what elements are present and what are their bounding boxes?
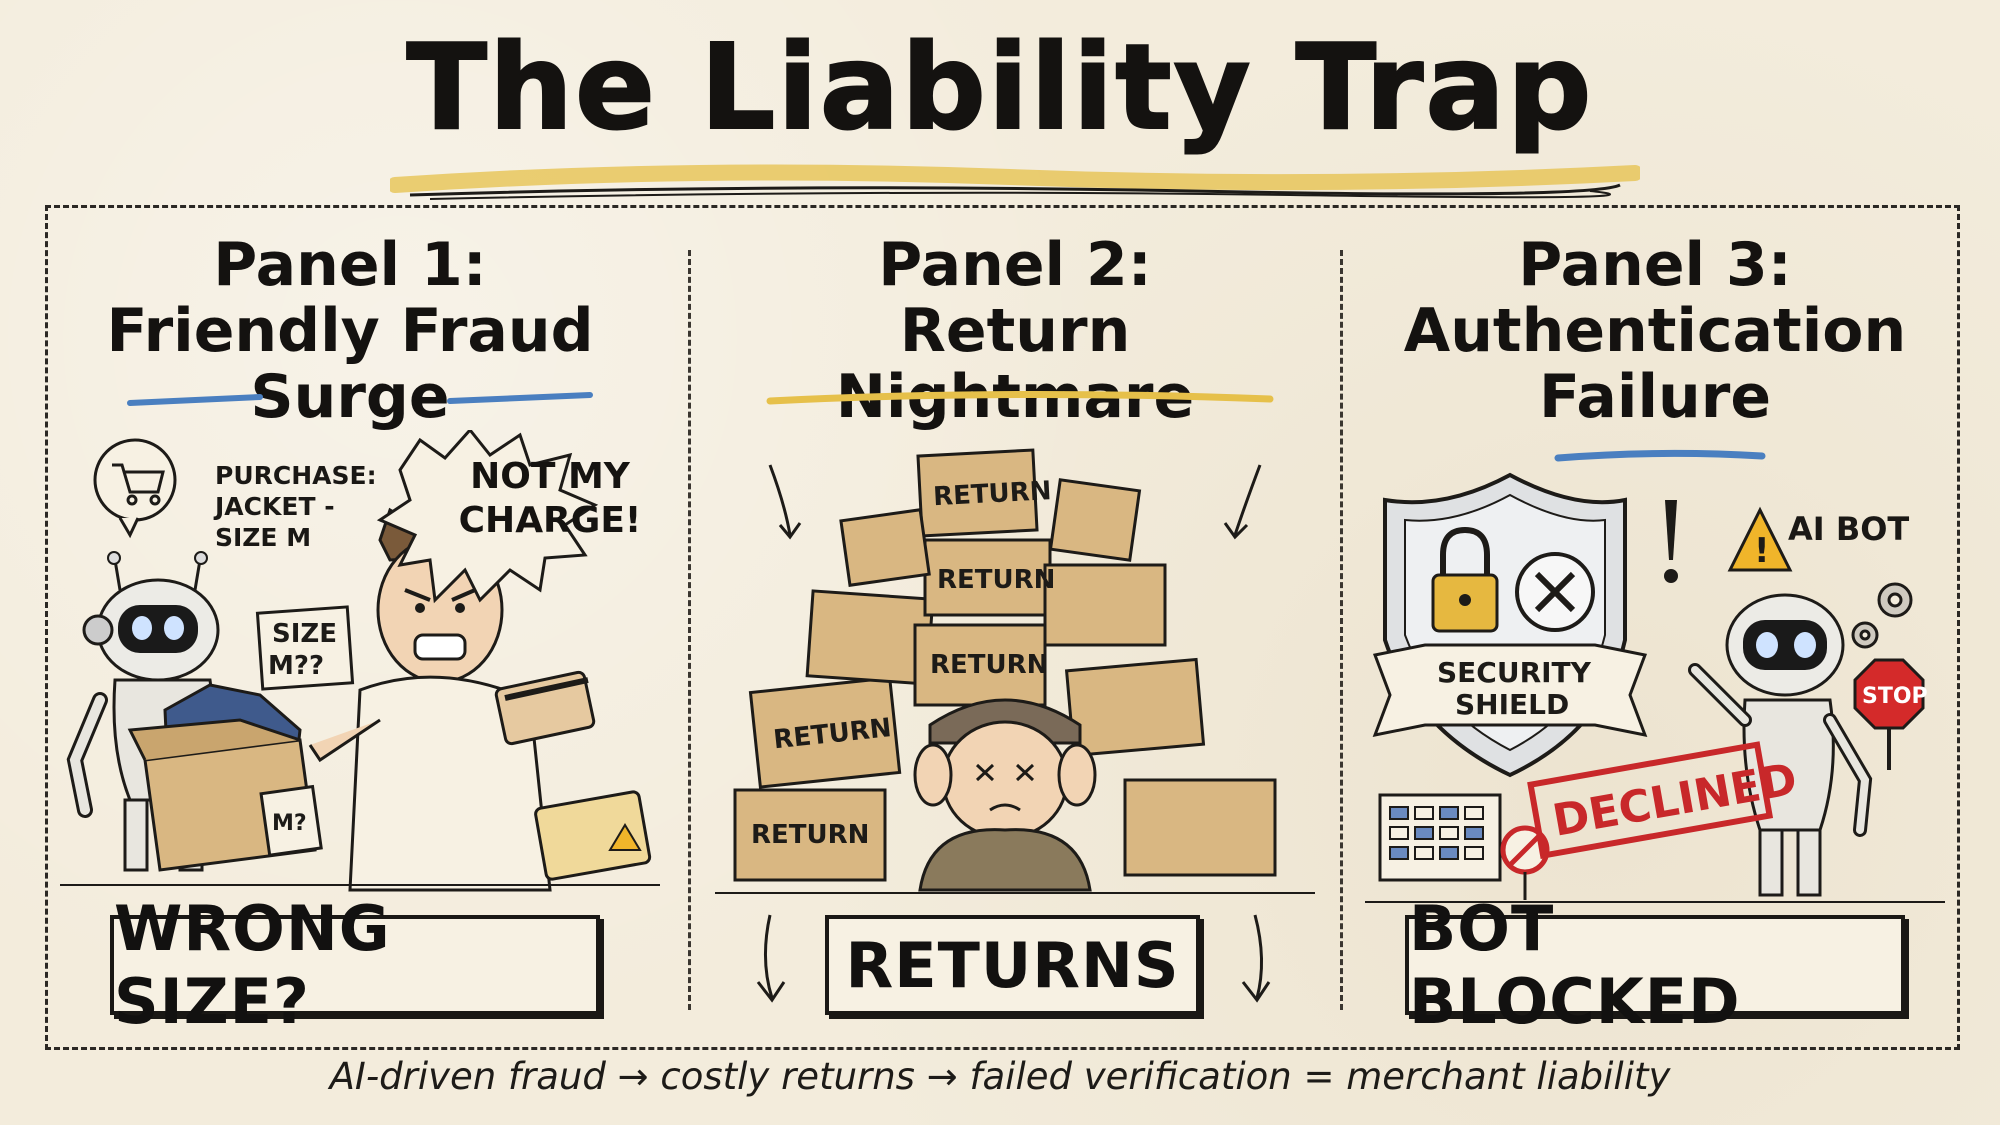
svg-text:STOP: STOP [1862, 684, 1928, 709]
size-note: SIZE M?? [255, 605, 355, 691]
shield-icon [1383, 472, 1627, 778]
panel-3-caption: BOT BLOCKED [1405, 892, 1905, 1038]
panel-2-caption: RETURNS [825, 915, 1200, 1015]
thought-line-3: SIZE M [215, 523, 312, 552]
panel-1-heading: Panel 1: Friendly Fraud Surge [80, 232, 620, 430]
panel-3-heading-line2: Authentication [1403, 296, 1907, 366]
svg-text:SHIELD: SHIELD [1455, 688, 1569, 721]
panel-2-underline [766, 390, 1274, 405]
size-tag: M? [259, 784, 323, 857]
panel-divider-2 [1340, 250, 1343, 1010]
warning-card [534, 790, 652, 881]
cart-icon [112, 463, 165, 506]
x-circle-icon [1515, 552, 1595, 632]
svg-text:SECURITY: SECURITY [1437, 656, 1592, 689]
box-icon [1048, 478, 1142, 562]
svg-text:M??: M?? [268, 651, 324, 681]
panel-2-illustration: RETURN RETURN RETURN RETURN RETURN [715, 448, 1315, 894]
warning-icon [608, 823, 642, 851]
svg-text:!: ! [1754, 531, 1770, 571]
speech-line-1: NOT MY [470, 456, 630, 497]
no-entry-icon [1500, 825, 1550, 900]
person-icon [913, 698, 1097, 892]
title-underline [390, 164, 1640, 200]
page-title: The Liability Trap [406, 17, 1594, 157]
panel-1-heading-line1: Panel 1: [213, 230, 487, 300]
lock-icon [1431, 526, 1499, 633]
panel-3-heading-line3: Failure [1538, 362, 1772, 432]
svg-text:RETURN: RETURN [937, 565, 1055, 595]
shield-banner [1372, 643, 1648, 738]
box-icon [839, 508, 931, 587]
box-icon [1123, 778, 1277, 877]
exclamation-icon [1664, 500, 1678, 583]
panel-3-underline [1554, 449, 1766, 462]
panel-1-heading-line3: Surge [250, 362, 450, 432]
svg-text:RETURN: RETURN [930, 650, 1048, 680]
panel-1-underline [127, 392, 593, 406]
thought-text: PURCHASE: JACKET - SIZE M [215, 460, 377, 553]
thought-line-2: JACKET - [215, 492, 335, 521]
svg-text:RETURN: RETURN [751, 820, 869, 850]
panel-divider-1 [688, 250, 691, 1010]
ai-bot-label: AI BOT [1788, 510, 1910, 548]
credit-card-icon [494, 670, 596, 746]
arrow-icon [1241, 914, 1271, 1003]
outer-dashed-frame [45, 205, 1960, 1050]
svg-text:RETURN: RETURN [932, 476, 1052, 512]
cart-thought-bubble [93, 438, 177, 539]
panel-1-caption: WRONG SIZE? [110, 892, 600, 1038]
svg-text:M?: M? [272, 811, 307, 836]
footer-summary: AI-driven fraud → costly returns → faile… [329, 1055, 1671, 1098]
panel-3-illustration: SECURITY SHIELD ! STOP [1365, 472, 1945, 903]
speech-line-2: CHARGE! [458, 500, 642, 541]
box-icon [748, 676, 902, 789]
box-icon [916, 448, 1039, 538]
panel-2-heading-line1: Panel 2: [878, 230, 1152, 300]
box-icon [913, 623, 1047, 707]
panel-1-heading-line2: Friendly Fraud [106, 296, 594, 366]
stop-sign-icon [1853, 658, 1925, 770]
panel-3-heading: Panel 3: Authentication Failure [1370, 232, 1940, 430]
box-icon [1064, 657, 1206, 758]
thought-line-1: PURCHASE: [215, 461, 377, 490]
speech-bubble [376, 430, 599, 604]
warning-icon [1727, 506, 1793, 572]
calendar-icon [1378, 793, 1502, 882]
box-icon [1043, 563, 1167, 647]
robot-icon [1688, 593, 1873, 897]
arrow-icon [756, 914, 786, 1003]
gear-icon [1851, 582, 1913, 649]
svg-text:SIZE: SIZE [272, 619, 337, 649]
box-icon [733, 788, 887, 882]
arrow-icon [768, 464, 1262, 540]
panel-1-illustration: M? SIZE M?? [60, 430, 660, 892]
panel-3-heading-line1: Panel 3: [1518, 230, 1792, 300]
speech-text: NOT MY CHARGE! [440, 455, 660, 543]
